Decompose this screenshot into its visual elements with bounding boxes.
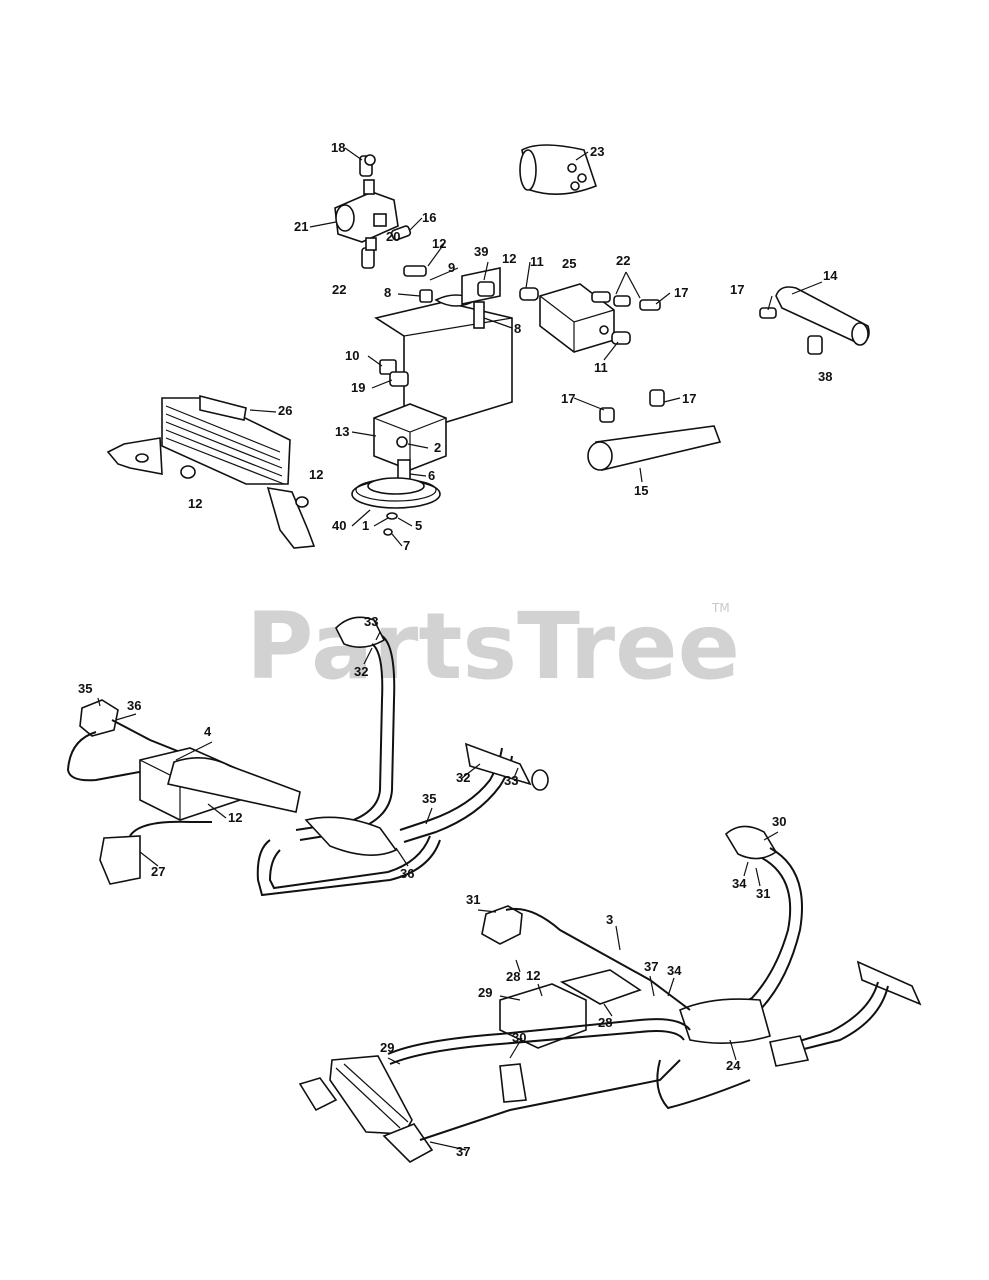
callout-5: 5 bbox=[415, 518, 422, 533]
leader-lines bbox=[97, 147, 823, 1151]
part-13-pump bbox=[373, 359, 447, 487]
callout-15: 15 bbox=[634, 483, 648, 498]
part-14-cylinder bbox=[759, 286, 870, 355]
callout-39: 39 bbox=[474, 244, 488, 259]
callout-38: 38 bbox=[818, 369, 832, 384]
callout-6: 6 bbox=[428, 468, 435, 483]
callout-16: 16 bbox=[422, 210, 436, 225]
callout-30: 30 bbox=[512, 1030, 526, 1045]
callout-labels: 18 23 21 20 16 12 39 12 11 25 22 22 9 8 … bbox=[78, 140, 838, 1159]
callout-33: 33 bbox=[504, 773, 518, 788]
callout-12: 12 bbox=[432, 236, 446, 251]
callout-17: 17 bbox=[730, 282, 744, 297]
watermark-text: PartsTree bbox=[246, 593, 740, 700]
callout-17: 17 bbox=[674, 285, 688, 300]
watermark-trademark: TM bbox=[711, 601, 730, 615]
callout-36: 36 bbox=[127, 698, 141, 713]
callout-8: 8 bbox=[514, 321, 521, 336]
part-40-pulley bbox=[351, 477, 441, 536]
callout-21: 21 bbox=[294, 219, 308, 234]
callout-14: 14 bbox=[823, 268, 838, 283]
callout-35: 35 bbox=[422, 791, 436, 806]
callout-17: 17 bbox=[682, 391, 696, 406]
callout-4: 4 bbox=[204, 724, 212, 739]
callout-12: 12 bbox=[228, 810, 242, 825]
callout-31: 31 bbox=[756, 886, 770, 901]
callout-28: 28 bbox=[506, 969, 520, 984]
callout-22: 22 bbox=[332, 282, 346, 297]
callout-3: 3 bbox=[606, 912, 613, 927]
callout-37: 37 bbox=[644, 959, 658, 974]
callout-25: 25 bbox=[562, 256, 576, 271]
callout-12: 12 bbox=[188, 496, 202, 511]
callout-37: 37 bbox=[456, 1144, 470, 1159]
callout-20: 20 bbox=[386, 229, 400, 244]
callout-30: 30 bbox=[772, 814, 786, 829]
lower-right-assembly bbox=[298, 825, 922, 1163]
part-18-fitting bbox=[359, 154, 376, 177]
callout-32: 32 bbox=[354, 664, 368, 679]
callout-31: 31 bbox=[466, 892, 480, 907]
callout-35: 35 bbox=[78, 681, 92, 696]
callout-29: 29 bbox=[380, 1040, 394, 1055]
callout-36: 36 bbox=[400, 866, 414, 881]
part-22-fittings-right bbox=[591, 291, 661, 345]
part-26-oil-cooler bbox=[106, 394, 316, 549]
callout-11: 11 bbox=[594, 360, 608, 375]
part-22-fitting bbox=[361, 237, 377, 269]
callout-24: 24 bbox=[726, 1058, 741, 1073]
part-16-fitting bbox=[390, 225, 412, 241]
callout-23: 23 bbox=[590, 144, 604, 159]
part-21-valve bbox=[334, 179, 399, 243]
callout-28: 28 bbox=[598, 1015, 612, 1030]
callout-17: 17 bbox=[561, 391, 575, 406]
part-15-cylinder bbox=[587, 389, 722, 471]
callout-13: 13 bbox=[335, 424, 349, 439]
callout-29: 29 bbox=[478, 985, 492, 1000]
callout-19: 19 bbox=[351, 380, 365, 395]
callout-12: 12 bbox=[526, 968, 540, 983]
part-11-fitting bbox=[519, 287, 539, 301]
callout-34: 34 bbox=[667, 963, 682, 978]
callout-12: 12 bbox=[502, 251, 516, 266]
callout-27: 27 bbox=[151, 864, 165, 879]
top-exploded-view bbox=[106, 144, 870, 549]
callout-12: 12 bbox=[309, 467, 323, 482]
callout-34: 34 bbox=[732, 876, 747, 891]
callout-8: 8 bbox=[384, 285, 391, 300]
callout-22: 22 bbox=[616, 253, 630, 268]
callout-9: 9 bbox=[448, 260, 455, 275]
callout-2: 2 bbox=[434, 440, 441, 455]
callout-18: 18 bbox=[331, 140, 345, 155]
callout-1: 1 bbox=[362, 518, 369, 533]
callout-10: 10 bbox=[345, 348, 359, 363]
callout-33: 33 bbox=[364, 614, 378, 629]
callout-11: 11 bbox=[530, 254, 544, 269]
lower-left-assembly bbox=[66, 616, 549, 897]
callout-7: 7 bbox=[403, 538, 410, 553]
callout-26: 26 bbox=[278, 403, 292, 418]
part-23-cylinder bbox=[519, 144, 597, 195]
callout-40: 40 bbox=[332, 518, 346, 533]
